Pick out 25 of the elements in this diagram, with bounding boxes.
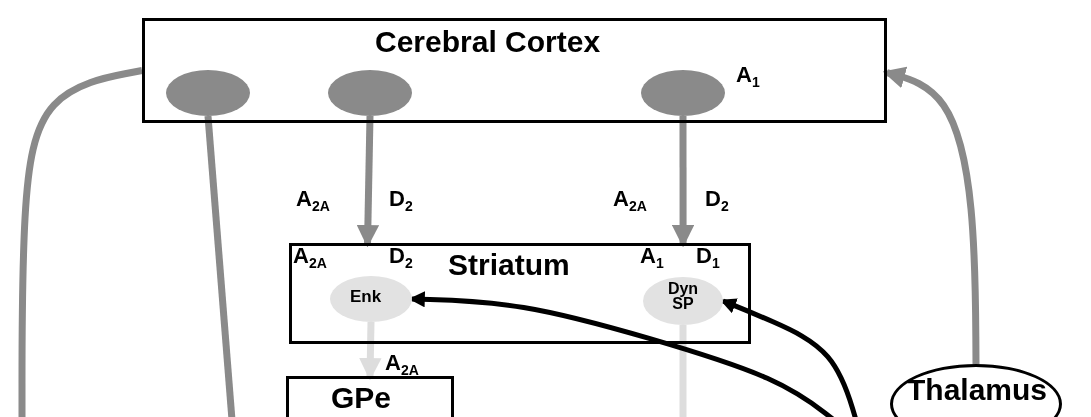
receptor-label: A$_{2A}$ [293, 243, 327, 272]
receptor-label: A$_{1}$ [640, 243, 664, 272]
arrow [359, 321, 382, 381]
pathway-line [679, 325, 687, 417]
receptor-label: A$_{2A}$ [296, 186, 330, 215]
region-label: Thalamus [907, 373, 1048, 407]
region-label: GPe [331, 381, 392, 415]
pathway-line [204, 115, 236, 417]
arrow [671, 116, 695, 248]
region-label: Cerebral Cortex [375, 25, 601, 59]
receptor-label: A$_{2A}$ [613, 186, 647, 215]
region-label: Striatum [448, 248, 570, 282]
neuropeptide-label: Dyn SP [667, 281, 699, 312]
receptor-label: D$_{2}$ [389, 186, 413, 215]
arrow [356, 115, 380, 248]
region-box [142, 18, 887, 123]
neuropeptide-label: Enk [350, 287, 382, 307]
receptor-label: D$_{2}$ [389, 243, 413, 272]
pathway-line [18, 67, 143, 417]
receptor-label: A$_{2A}$ [385, 350, 419, 379]
receptor-label: D$_{2}$ [705, 186, 729, 215]
receptor-label: D$_{1}$ [696, 243, 720, 272]
arrow [882, 66, 980, 365]
receptor-label: A$_{1}$ [736, 62, 760, 91]
region-box [289, 243, 751, 344]
